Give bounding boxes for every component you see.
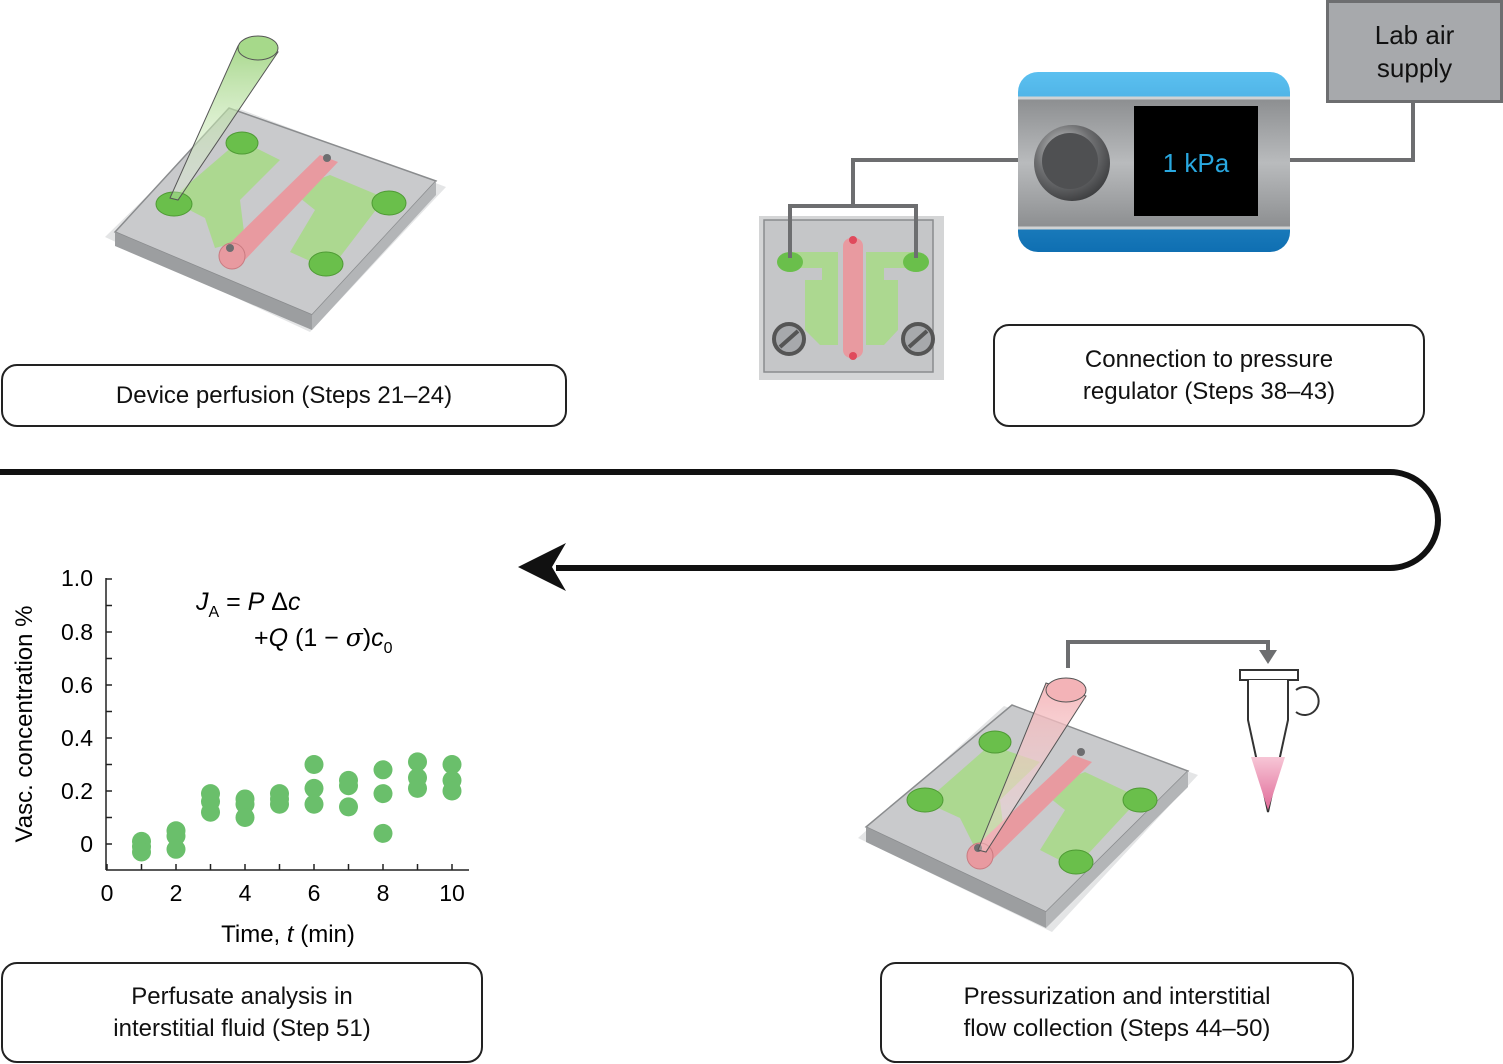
equation-line-1: JA = P Δc: [195, 588, 301, 621]
x-tick-label: 10: [439, 880, 465, 906]
x-tick-label: 0: [101, 880, 114, 906]
data-point: [166, 839, 186, 859]
collection-tube: [1239, 669, 1320, 813]
step-perfusion-label: Device perfusion (Steps 21–24): [1, 364, 567, 427]
data-points: [132, 752, 462, 862]
step-connection-line: regulator (Steps 38–43): [1082, 377, 1336, 405]
data-point: [201, 802, 220, 822]
data-point: [442, 781, 462, 801]
data-point: [235, 794, 255, 814]
x-axis-label: Time, t (min): [221, 921, 355, 948]
data-point: [408, 778, 427, 798]
step-connection-line: Connection to pressure: [1084, 345, 1334, 373]
step-connection-label: Connection to pressure regulator (Steps …: [993, 324, 1425, 427]
step-analysis-line: Perfusate analysis in: [131, 982, 353, 1010]
x-tick-label: 8: [377, 880, 390, 906]
pressure-regulator: [1018, 72, 1415, 252]
data-point: [339, 776, 358, 796]
y-tick-label: 0.4: [61, 725, 93, 751]
pressure-readout: 1 kPa: [1163, 148, 1230, 178]
y-tick-label: 0.8: [61, 619, 93, 645]
workflow-arrow: [0, 469, 1441, 591]
data-point: [408, 752, 427, 772]
concentration-chart: 1.0 0.8 0.6 0.4 0.2 0 0 2 4 6 8 10 Time,…: [11, 148, 1230, 948]
step-pressurization-line: flow collection (Steps 44–50): [963, 1014, 1271, 1042]
connected-device: [759, 158, 1020, 380]
x-tick-marks: [106, 864, 453, 870]
collection-device: [858, 640, 1277, 932]
data-point: [442, 755, 462, 774]
y-tick-label: 0.6: [61, 672, 93, 698]
x-tick-label: 6: [308, 880, 321, 906]
y-tick-label: 0: [80, 831, 93, 857]
air-supply-line: supply: [1376, 52, 1453, 83]
step-analysis-line: interstitial fluid (Step 51): [113, 1014, 371, 1042]
y-tick-label: 1.0: [61, 565, 93, 591]
data-point: [304, 778, 324, 798]
data-point: [132, 842, 151, 862]
step-pressurization-label: Pressurization and interstitial flow col…: [880, 962, 1354, 1063]
data-point: [304, 794, 324, 814]
equation-line-2: +Q (1 − σ)c0: [254, 623, 393, 657]
step-perfusion-text: Device perfusion (Steps 21–24): [115, 381, 453, 409]
data-point: [373, 823, 393, 843]
y-tick-label: 0.2: [61, 778, 93, 804]
air-supply-line: Lab air: [1374, 19, 1455, 50]
data-point: [373, 784, 393, 804]
y-axis-label: Vasc. concentration %: [11, 605, 38, 842]
step-pressurization-line: Pressurization and interstitial: [963, 982, 1271, 1010]
x-tick-label: 2: [170, 880, 183, 906]
data-point: [270, 794, 289, 814]
data-point: [339, 797, 358, 817]
data-point: [373, 760, 393, 780]
lab-air-supply: Lab air supply: [1326, 0, 1503, 103]
step-analysis-label: Perfusate analysis in interstitial fluid…: [1, 962, 483, 1063]
data-point: [235, 808, 255, 827]
data-point: [304, 755, 324, 774]
y-tick-marks: [106, 578, 112, 845]
x-tick-label: 4: [239, 880, 252, 906]
data-point: [166, 826, 186, 846]
perfusion-device: [105, 35, 446, 332]
